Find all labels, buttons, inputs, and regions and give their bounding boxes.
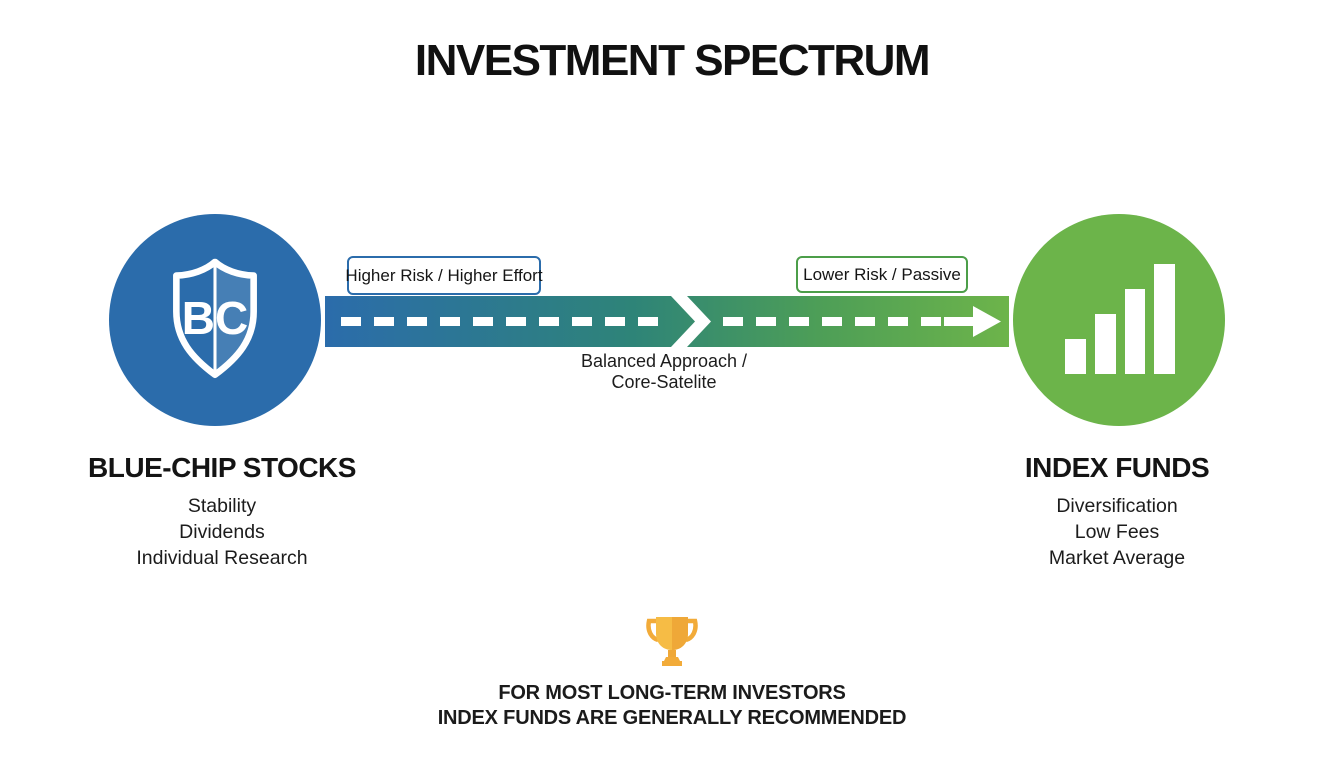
- caption-line-1: Balanced Approach /: [580, 351, 748, 371]
- band-right-segment: [687, 296, 1009, 347]
- arrow-head-icon: [973, 306, 1001, 337]
- recommendation-text: FOR MOST LONG-TERM INVESTORS INDEX FUNDS…: [332, 681, 1012, 731]
- bar-chart-bar: [1065, 339, 1086, 374]
- bar-chart-bar: [1154, 264, 1175, 374]
- blue-chip-features: Stability Dividends Individual Research: [57, 493, 387, 571]
- blue-chip-monogram: BC: [181, 291, 249, 344]
- index-funds-node: [1013, 214, 1225, 426]
- shield-icon: [173, 258, 257, 379]
- index-funds-features: Diversification Low Fees Market Average: [952, 493, 1282, 571]
- feature-item: Dividends: [179, 521, 265, 543]
- bar-chart-icon: [1065, 262, 1175, 374]
- lower-risk-label: Lower Risk / Passive: [796, 256, 968, 293]
- blue-chip-node: BC: [109, 214, 321, 426]
- trophy-icon: [646, 617, 698, 666]
- bar-chart-bar: [1094, 314, 1116, 374]
- risk-spectrum-arrow: [325, 296, 1009, 347]
- higher-risk-label: Higher Risk / Higher Effort: [345, 256, 543, 295]
- feature-item: Individual Research: [136, 547, 308, 569]
- recommendation-line-2: INDEX FUNDS ARE GENERALLY RECOMMENDED: [437, 707, 907, 729]
- feature-item: Low Fees: [1074, 521, 1160, 543]
- feature-item: Stability: [187, 495, 257, 517]
- balanced-approach-caption: Balanced Approach / Core-Satelite: [514, 351, 814, 393]
- page-title: INVESTMENT SPECTRUM: [414, 36, 931, 85]
- feature-item: Market Average: [1048, 547, 1186, 569]
- blue-chip-info: BLUE-CHIP STOCKS Stability Dividends Ind…: [57, 452, 387, 571]
- caption-line-2: Core-Satelite: [611, 372, 717, 392]
- feature-item: Diversification: [1056, 495, 1178, 517]
- index-funds-info: INDEX FUNDS Diversification Low Fees Mar…: [952, 452, 1282, 571]
- index-funds-heading: INDEX FUNDS: [1024, 452, 1210, 483]
- blue-chip-heading: BLUE-CHIP STOCKS: [88, 452, 356, 483]
- bar-chart-bar: [1124, 289, 1146, 374]
- recommendation-line-1: FOR MOST LONG-TERM INVESTORS: [498, 682, 846, 704]
